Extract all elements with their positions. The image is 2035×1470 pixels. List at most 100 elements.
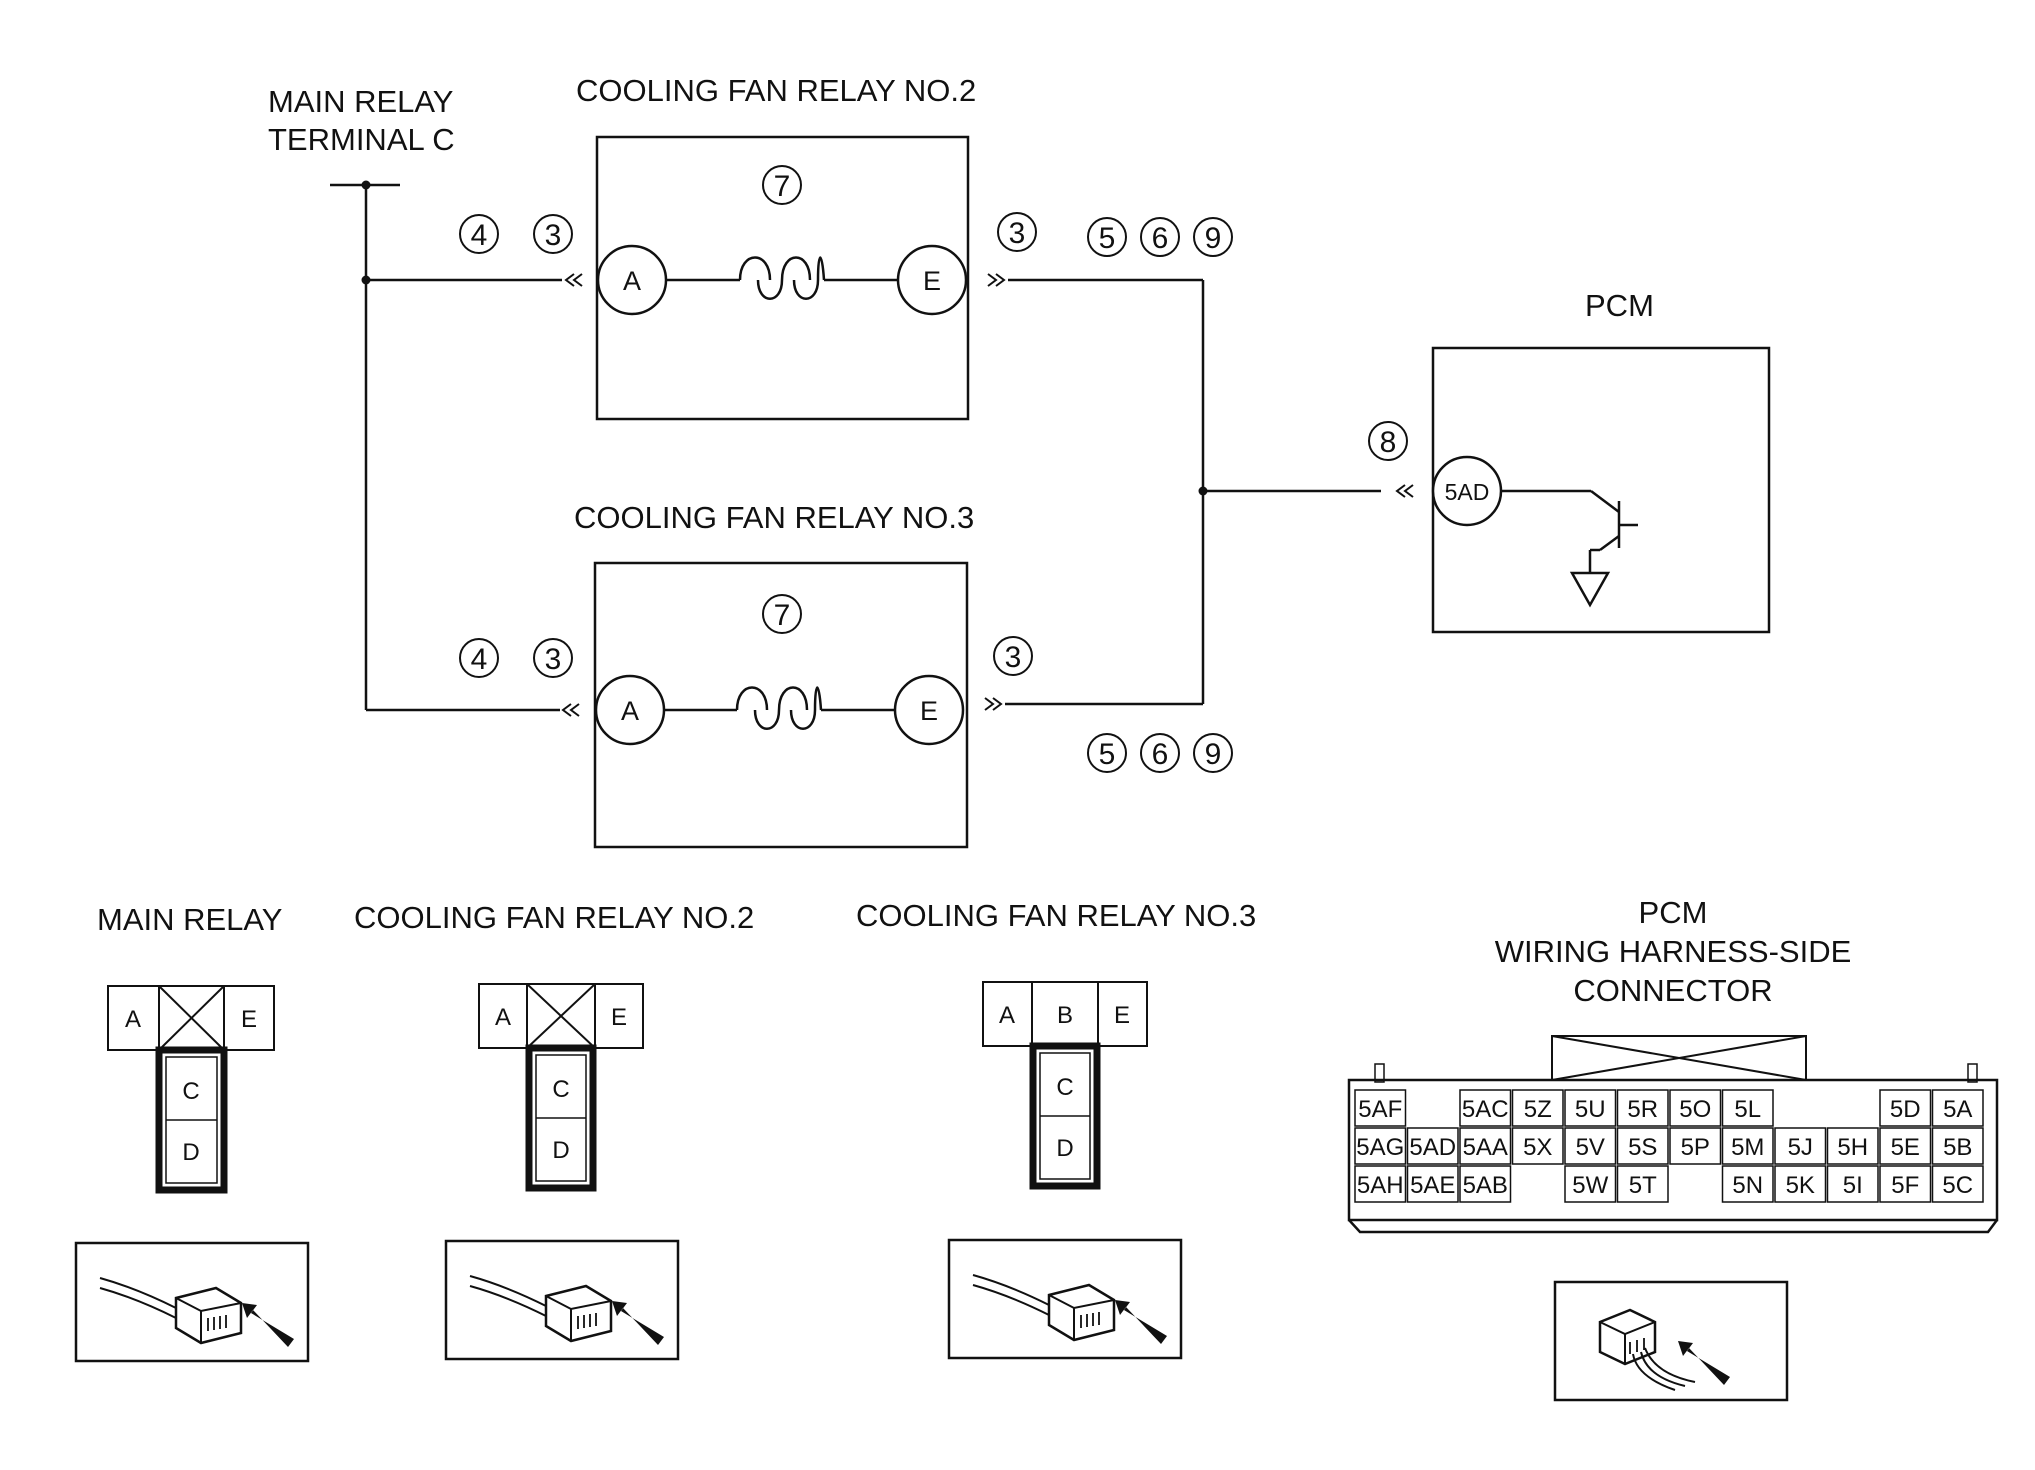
pcm-pin-label: 5A	[1943, 1096, 1972, 1123]
relay3-connector-title: COOLING FAN RELAY NO.3	[856, 898, 1256, 933]
pcm-pin-label: 5AC	[1462, 1096, 1509, 1123]
pin-label: D	[552, 1137, 569, 1164]
pcm-pin-label: 5J	[1788, 1134, 1813, 1161]
pcm-pin-label: 5X	[1523, 1134, 1552, 1161]
pcm-pin-label: 5P	[1681, 1134, 1710, 1161]
pin-label: C	[1056, 1074, 1073, 1101]
pcm-pin-label: 5R	[1627, 1096, 1658, 1123]
relay3-wire-callout-2: 6	[1152, 738, 1169, 771]
pcm-pin-label: 5AA	[1463, 1134, 1508, 1161]
relay3-wire-callout-1: 5	[1099, 738, 1116, 771]
pcm-pin-label: 5C	[1942, 1172, 1973, 1199]
relay3-coil-number: 7	[774, 599, 791, 632]
main-relay-terminal-label-line2: TERMINAL C	[268, 122, 455, 157]
pcm-pin-cell	[1459, 1089, 1512, 1127]
connector-view-icon	[99, 1277, 177, 1319]
relay3-box	[593, 561, 969, 849]
pin-label: E	[1114, 1002, 1130, 1029]
pin-label: D	[1056, 1135, 1073, 1162]
pcm-pin-cell	[1511, 1089, 1564, 1127]
relay2-wire-callout-2: 6	[1152, 222, 1169, 255]
pcm-pin-label: 5H	[1837, 1134, 1868, 1161]
pcm-connector-title-line2: WIRING HARNESS-SIDE	[1495, 934, 1852, 969]
pcm-pin-cell	[1721, 1165, 1774, 1203]
pcm-pin-label: 5F	[1891, 1172, 1919, 1199]
pcm-pin-cell	[1406, 1165, 1459, 1203]
relay2-connector-view	[444, 1239, 680, 1361]
relay2-title: COOLING FAN RELAY NO.2	[576, 73, 976, 108]
arrow-icon	[1678, 1341, 1730, 1385]
relay3-connector-view	[947, 1238, 1183, 1360]
relay2-terminal-a-label: A	[623, 266, 641, 296]
main-relay-connector-title: MAIN RELAY	[97, 902, 282, 937]
pcm-block: 8 5AD	[1368, 346, 1771, 634]
relay2-wire-callout-1: 5	[1099, 222, 1116, 255]
pcm-pin-label: 5Z	[1524, 1096, 1552, 1123]
pcm-pin-cell	[1354, 1089, 1407, 1127]
relay2-callout-left-2: 3	[545, 219, 562, 252]
connector-markers	[561, 273, 1414, 717]
connector-view-icon	[469, 1275, 547, 1317]
pcm-pin-label: 5S	[1628, 1134, 1657, 1161]
pcm-pin-label: 5D	[1890, 1096, 1921, 1123]
relay2-connector-title: COOLING FAN RELAY NO.2	[354, 900, 754, 935]
pcm-pin-cell	[1459, 1127, 1512, 1165]
pcm-pin-label: 5AB	[1463, 1172, 1508, 1199]
pcm-pin-cell	[1721, 1127, 1774, 1165]
pcm-pin-cell	[1616, 1165, 1669, 1203]
pcm-pin-cell	[1931, 1165, 1984, 1203]
pcm-pin-label: 5N	[1732, 1172, 1763, 1199]
connector-view-icon	[1598, 1308, 1657, 1366]
pin-label: C	[182, 1078, 199, 1105]
pcm-pin-label: 5AG	[1356, 1134, 1404, 1161]
junction-dot	[361, 180, 371, 190]
pcm-connector-title-line3: CONNECTOR	[1573, 973, 1772, 1008]
relay2-callout-left-1: 4	[471, 219, 488, 252]
junction-dot	[1198, 486, 1208, 496]
pcm-pin-cell	[1879, 1089, 1932, 1127]
relay3-terminal-e	[893, 674, 965, 746]
pcm-pin-label: 5AD	[1409, 1134, 1456, 1161]
pin-label: A	[495, 1004, 511, 1031]
pcm-pin-cell	[1721, 1089, 1774, 1127]
pcm-title: PCM	[1585, 288, 1654, 323]
pcm-pin-cell	[1511, 1127, 1564, 1165]
pin-label: E	[241, 1006, 257, 1033]
relay3-callout-left-2: 3	[545, 643, 562, 676]
wires	[330, 183, 1381, 712]
pcm-pin-cell	[1879, 1127, 1932, 1165]
pcm-pin-cell	[1669, 1127, 1722, 1165]
relay2-symbol: A E 7	[595, 135, 970, 421]
pcm-pin-label: 5AH	[1357, 1172, 1404, 1199]
pin-label: E	[611, 1004, 627, 1031]
pcm-pin-cell	[1616, 1089, 1669, 1127]
pcm-pin-label: 5T	[1629, 1172, 1657, 1199]
pcm-pin-cell	[1354, 1127, 1407, 1165]
relay3-callout-right: 3	[1005, 641, 1022, 674]
relay3-terminal-a-label: A	[621, 696, 639, 726]
pcm-pin-cell	[1931, 1127, 1984, 1165]
transistor-icon	[1588, 490, 1638, 572]
arrow-icon	[612, 1301, 664, 1345]
pcm-pin-5ad	[1431, 455, 1503, 527]
callout-circle	[1368, 421, 1408, 461]
pin-label: B	[1057, 1002, 1073, 1029]
pcm-pin-label: 5AF	[1358, 1096, 1402, 1123]
pcm-pin-cell	[1564, 1089, 1617, 1127]
pin-label: D	[182, 1139, 199, 1166]
pcm-connector-body	[1347, 1078, 1999, 1222]
coil-icon	[735, 686, 823, 730]
pcm-pin-cell	[1826, 1127, 1879, 1165]
pcm-pin-label: 5AD	[1445, 479, 1490, 505]
pcm-pin-cell	[1564, 1127, 1617, 1165]
relay2-terminal-a	[596, 244, 668, 316]
main-relay-connector-view	[74, 1241, 310, 1363]
pcm-connector-title-line1: PCM	[1639, 895, 1708, 930]
pcm-pin-cell	[1826, 1165, 1879, 1203]
pcm-pin-label: 5V	[1576, 1134, 1605, 1161]
relay3-callouts: 4 3 3 5 6 9	[459, 636, 1233, 773]
pcm-connector-view	[1553, 1280, 1789, 1402]
junction-dot	[361, 275, 371, 285]
